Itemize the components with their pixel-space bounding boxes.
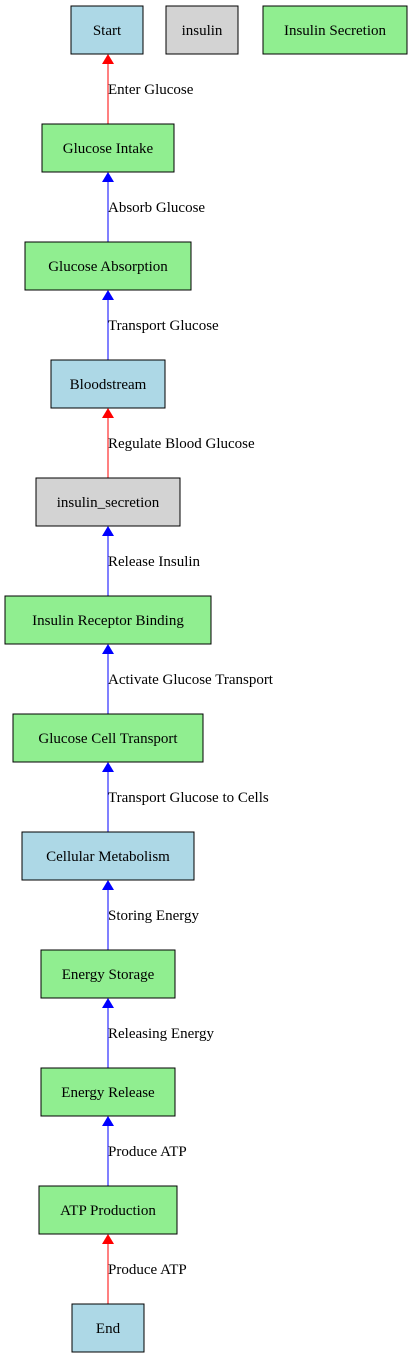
- edge-label-storing-energy: Storing Energy: [108, 908, 199, 924]
- node-cellular-metabolism-box: [21, 831, 195, 881]
- node-insulin-receptor-binding-box: [4, 595, 212, 645]
- node-glucose-cell-transport-box: [12, 713, 204, 763]
- node-bloodstream-label: Bloodstream: [70, 377, 147, 393]
- node-insulin-secretion: insulin_secretion: [35, 477, 181, 527]
- node-glucose-absorption-box: [24, 241, 192, 291]
- node-energy-storage-box: [40, 949, 176, 999]
- legend-insulin-secretion-node-label: Insulin Secretion: [284, 23, 387, 39]
- node-glucose-intake-label: Glucose Intake: [63, 141, 154, 157]
- node-atp-production: ATP Production: [38, 1185, 178, 1235]
- node-cellular-metabolism-label: Cellular Metabolism: [46, 849, 170, 865]
- node-end-box: [71, 1303, 145, 1353]
- node-end-label: End: [96, 1321, 121, 1337]
- legend-insulin-secretion-node: Insulin Secretion: [262, 5, 408, 55]
- node-insulin-secretion-label: insulin_secretion: [57, 495, 160, 511]
- edge-label-transport-glucose: Transport Glucose: [108, 318, 219, 334]
- node-energy-release-label: Energy Release: [61, 1085, 155, 1101]
- node-glucose-absorption-label: Glucose Absorption: [48, 259, 168, 275]
- legend-start-node-label: Start: [93, 23, 122, 39]
- node-bloodstream-box: [50, 359, 166, 409]
- node-energy-release-box: [40, 1067, 176, 1117]
- edge-label-produce-atp: Produce ATP: [108, 1262, 187, 1278]
- edge-label-activate-glucose-transport: Activate Glucose Transport: [108, 672, 274, 688]
- legend-insulin-secretion-node-box: [262, 5, 408, 55]
- node-glucose-intake-box: [41, 123, 175, 173]
- edge-label-enter-glucose: Enter Glucose: [108, 82, 194, 98]
- node-energy-release: Energy Release: [40, 1067, 176, 1117]
- node-glucose-intake: Glucose Intake: [41, 123, 175, 173]
- edge-label-absorb-glucose: Absorb Glucose: [108, 200, 205, 216]
- node-energy-storage: Energy Storage: [40, 949, 176, 999]
- node-atp-production-box: [38, 1185, 178, 1235]
- node-cellular-metabolism: Cellular Metabolism: [21, 831, 195, 881]
- legend-start-node: Start: [70, 5, 144, 55]
- edge-label-regulate-blood-glucose: Regulate Blood Glucose: [108, 436, 255, 452]
- legend-start-node-box: [70, 5, 144, 55]
- node-bloodstream: Bloodstream: [50, 359, 166, 409]
- node-end: End: [71, 1303, 145, 1353]
- node-atp-production-label: ATP Production: [60, 1203, 156, 1219]
- edge-label-transport-glucose-to-cells: Transport Glucose to Cells: [108, 790, 269, 806]
- node-glucose-cell-transport: Glucose Cell Transport: [12, 713, 204, 763]
- node-insulin-secretion-box: [35, 477, 181, 527]
- node-insulin-receptor-binding: Insulin Receptor Binding: [4, 595, 212, 645]
- node-glucose-cell-transport-label: Glucose Cell Transport: [38, 731, 178, 747]
- node-energy-storage-label: Energy Storage: [62, 967, 155, 983]
- node-insulin-receptor-binding-label: Insulin Receptor Binding: [32, 613, 184, 629]
- legend-insulin-node-label: insulin: [182, 23, 223, 39]
- node-glucose-absorption: Glucose Absorption: [24, 241, 192, 291]
- edge-label-release-insulin: Release Insulin: [108, 554, 201, 570]
- legend-insulin-node: insulin: [165, 5, 239, 55]
- legend-insulin-node-box: [165, 5, 239, 55]
- edge-label-produce-atp: Produce ATP: [108, 1144, 187, 1160]
- edge-label-releasing-energy: Releasing Energy: [108, 1026, 214, 1042]
